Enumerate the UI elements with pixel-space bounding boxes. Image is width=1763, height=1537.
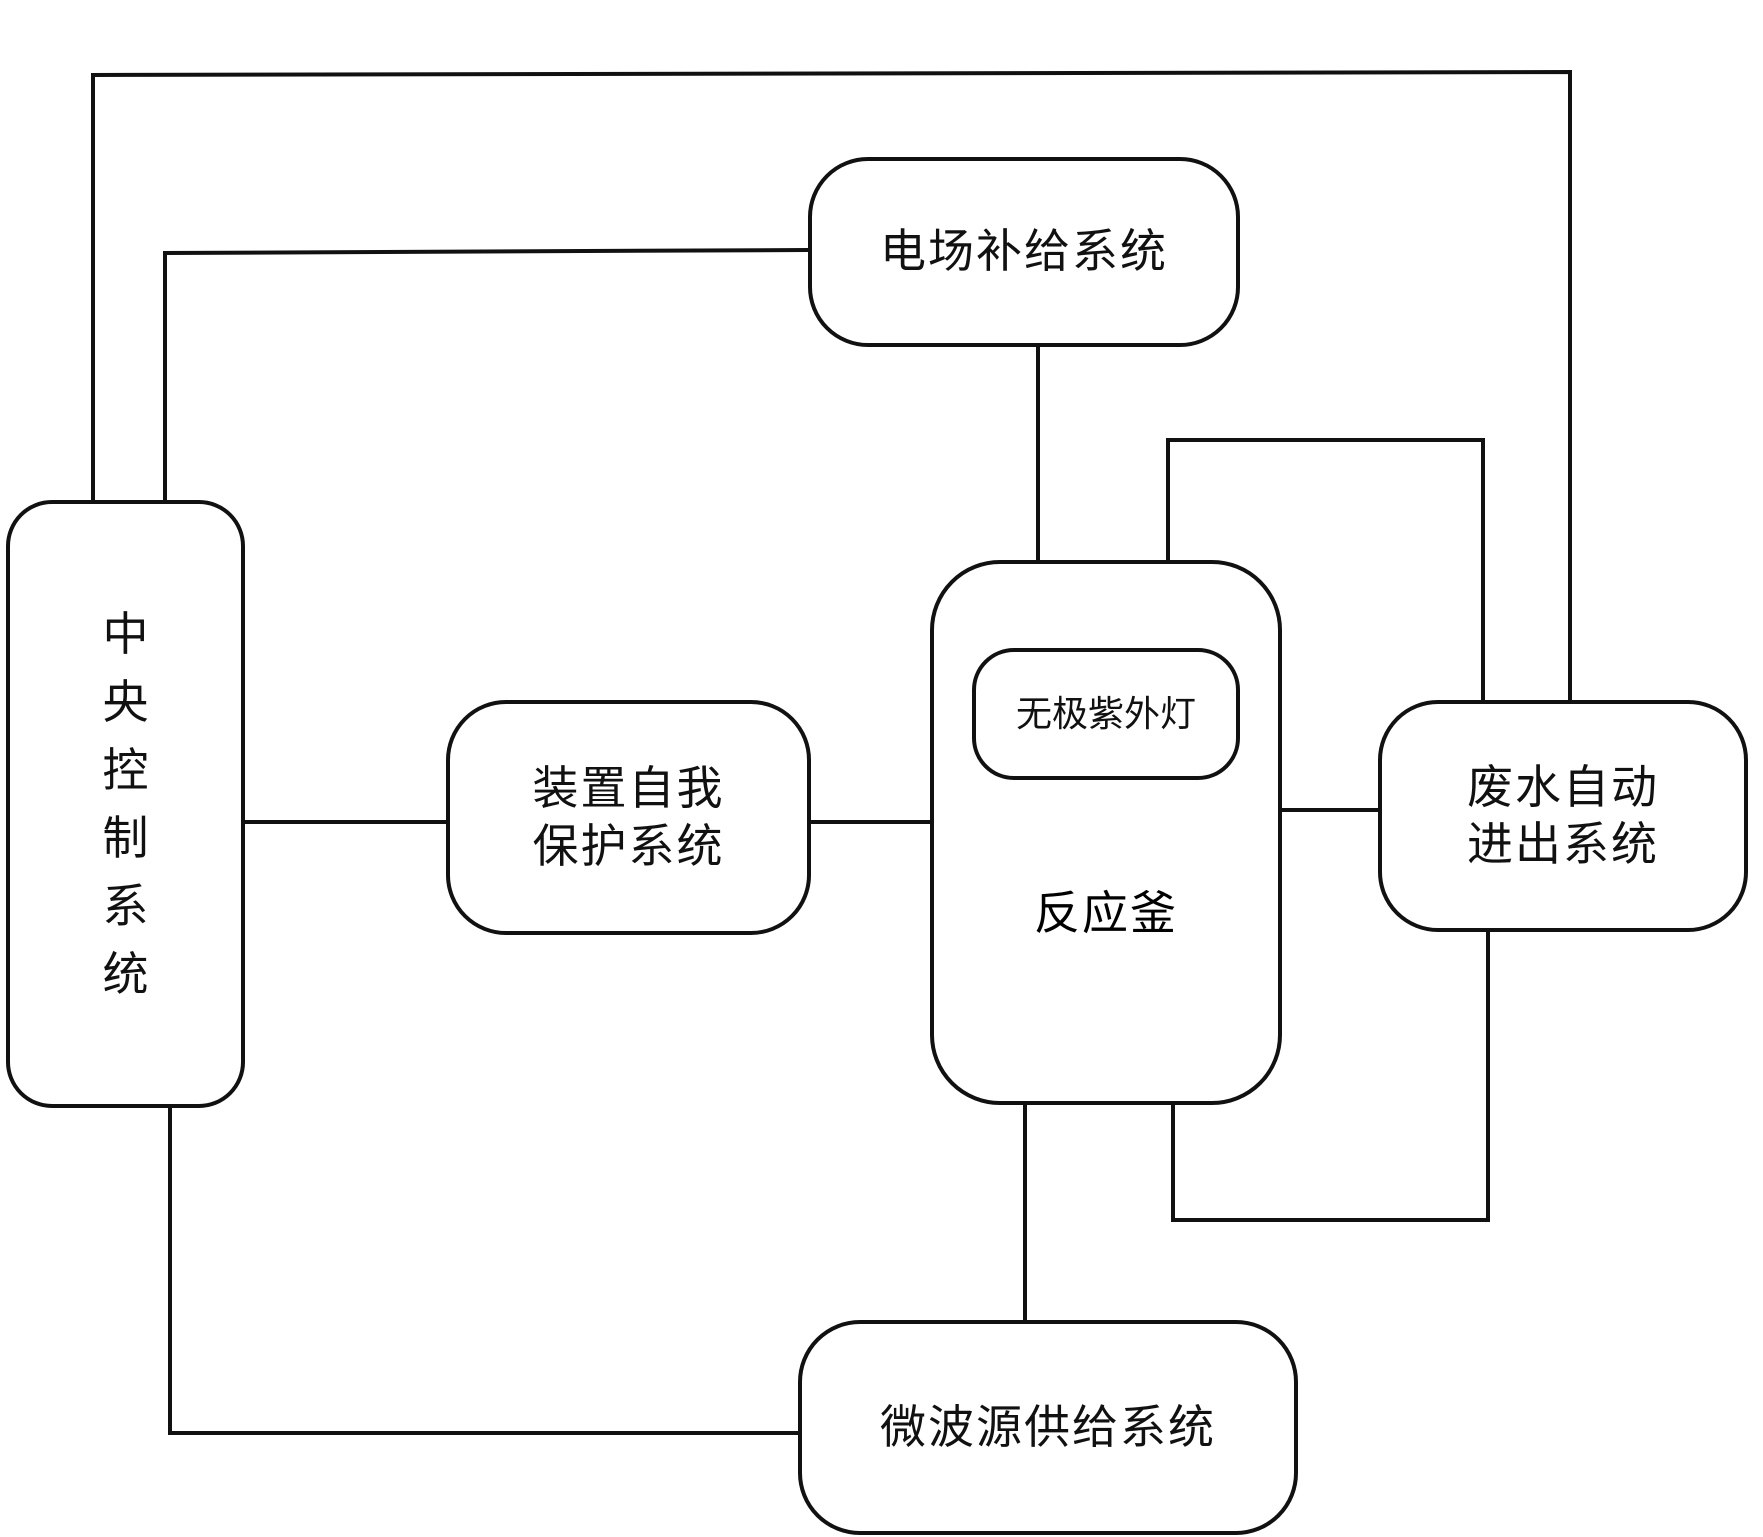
line-control-to-field-supply [163,248,809,500]
self-protection-system: 装置自我 保护系统 [446,700,811,935]
microwave-supply-label: 微波源供给系统 [880,1399,1216,1454]
reactor-label: 反应釜 [1034,886,1178,940]
self-protection-label-line2: 保护系统 [532,818,725,873]
microwave-supply-system: 微波源供给系统 [798,1320,1298,1535]
wastewater-label-line2: 进出系统 [1467,817,1659,871]
field-supply-label: 电场补给系统 [880,224,1168,279]
uv-lamp-label: 无极紫外灯 [1015,693,1196,735]
field-supply-system: 电场补给系统 [808,157,1240,347]
line-reactor-to-wastewater-loop-top [1166,438,1485,700]
self-protection-label-line1: 装置自我 [532,761,725,815]
wastewater-system: 废水自动 进出系统 [1378,700,1748,932]
line-reactor-to-wastewater-loop-bottom [1171,932,1490,1222]
uv-lamp: 无极紫外灯 [972,648,1240,780]
central-control-system: 中央控制系统 [6,500,245,1108]
central-control-label: 中央控制系统 [102,607,149,1001]
wastewater-label-line1: 废水自动 [1467,759,1659,814]
reactor [930,560,1282,1105]
line-control-to-microwave [168,1108,798,1435]
line-control-to-wastewater-top [91,69,1572,700]
